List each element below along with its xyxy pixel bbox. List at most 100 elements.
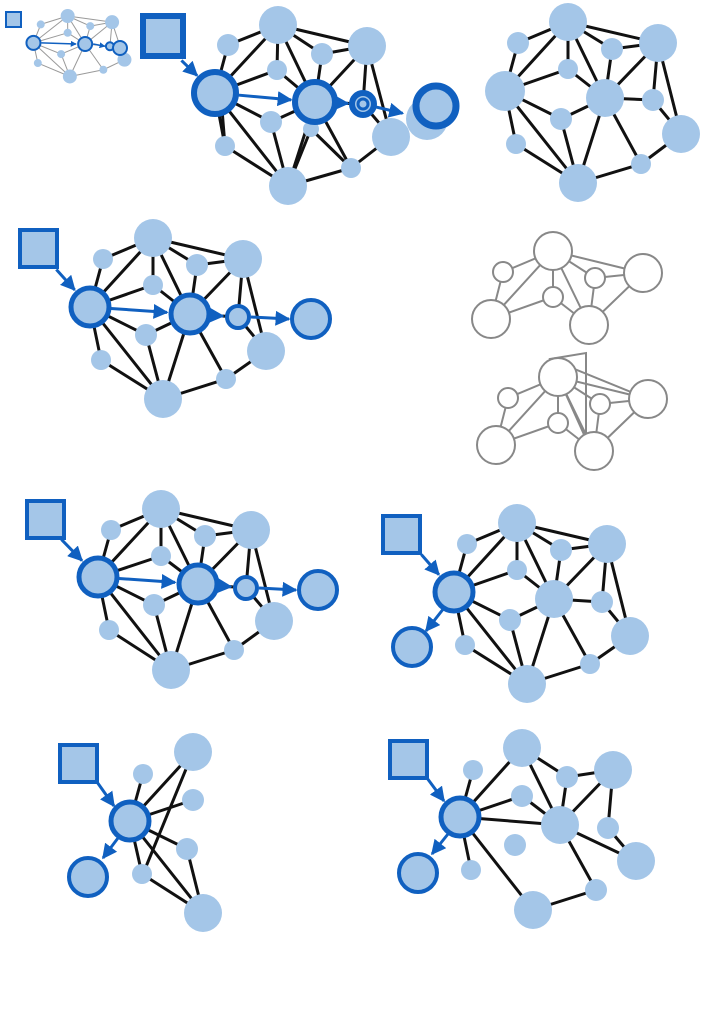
graph-node xyxy=(586,79,624,117)
graph-node xyxy=(507,32,529,54)
highlighted-node xyxy=(233,575,259,601)
path-arrow xyxy=(237,91,293,107)
graph-node xyxy=(93,249,113,269)
outline-node xyxy=(497,387,519,409)
graph-node xyxy=(585,879,607,901)
thumbnail-edge xyxy=(67,15,113,23)
graph-node xyxy=(99,620,119,640)
graph-node xyxy=(372,118,410,156)
branch-arrow xyxy=(101,837,120,860)
full-graph-plain-panel xyxy=(485,3,700,202)
thumbnail-node xyxy=(99,65,108,74)
outline-node xyxy=(538,357,578,397)
path-arrow xyxy=(180,59,199,77)
graph-node xyxy=(144,380,182,418)
thumbnail-node xyxy=(105,15,120,30)
graph-node xyxy=(194,525,216,547)
path-arrow xyxy=(60,538,84,562)
graph-node xyxy=(631,154,651,174)
full-graph-with-path-panel xyxy=(140,6,460,205)
graph-node xyxy=(142,490,180,528)
thumbnail-node xyxy=(62,69,77,84)
path-arrow xyxy=(209,307,225,323)
highlighted-node xyxy=(176,562,220,606)
graph-node xyxy=(507,560,527,580)
outline-node xyxy=(547,412,569,434)
source-square-node xyxy=(58,743,99,784)
graph-node xyxy=(134,219,172,257)
outline-node xyxy=(569,305,609,345)
graph-node xyxy=(311,43,333,65)
graph-node xyxy=(255,602,293,640)
graph-node xyxy=(143,594,165,616)
graph-node xyxy=(132,864,152,884)
graph-node xyxy=(506,134,526,154)
graph-node xyxy=(541,806,579,844)
graph-node xyxy=(232,511,270,549)
graph-node xyxy=(559,164,597,202)
source-square-node xyxy=(18,228,59,269)
outline-node xyxy=(542,286,564,308)
highlighted-node xyxy=(191,69,239,117)
graph-node xyxy=(556,766,578,788)
thumbnail-node xyxy=(36,20,45,29)
graph-node xyxy=(597,817,619,839)
gray-outline-graph-b-panel xyxy=(476,351,668,471)
path-arrow xyxy=(216,578,233,594)
graph-node xyxy=(535,580,573,618)
thumbnail-arrow xyxy=(41,40,77,47)
thumbnail-node xyxy=(86,22,95,31)
path-arrow xyxy=(55,268,76,291)
branch-arrow xyxy=(430,833,450,856)
source-square-node xyxy=(140,13,186,59)
right-graph-with-branch-panel xyxy=(381,504,649,703)
path-arrow xyxy=(420,553,441,576)
graph-node xyxy=(550,108,572,130)
graph-node xyxy=(182,789,204,811)
graph-node xyxy=(580,654,600,674)
graph-node xyxy=(550,539,572,561)
outline-node xyxy=(628,379,668,419)
graph-node xyxy=(611,617,649,655)
graph-node xyxy=(247,332,285,370)
path-arrow xyxy=(95,781,116,808)
graph-node xyxy=(455,635,475,655)
graph-node xyxy=(224,640,244,660)
gray-outline-graph-a-panel xyxy=(471,231,663,345)
thumbnail-graph-panel xyxy=(5,9,132,84)
target-node xyxy=(290,298,332,340)
branch-arrow xyxy=(424,607,446,633)
graph-node xyxy=(499,609,521,631)
outline-node xyxy=(492,261,514,283)
branch-target-node xyxy=(397,852,439,894)
graph-node xyxy=(639,24,677,62)
graph-node xyxy=(133,764,153,784)
path-arrow xyxy=(110,303,169,319)
graph-node xyxy=(174,733,212,771)
thumbnail-edge xyxy=(33,42,71,77)
source-square-node xyxy=(381,514,422,555)
graph-node xyxy=(217,34,239,56)
graph-node xyxy=(511,785,533,807)
graph-node xyxy=(549,3,587,41)
nodes-group xyxy=(76,490,293,689)
graph-node xyxy=(591,591,613,613)
graph-node xyxy=(341,158,361,178)
left-graph-with-path-panel xyxy=(18,219,332,418)
graph-node xyxy=(143,275,163,295)
graph-node xyxy=(601,38,623,60)
target-node xyxy=(412,82,460,130)
graph-node xyxy=(594,751,632,789)
thumbnail-arrow xyxy=(93,42,106,49)
path-arrow xyxy=(425,777,446,803)
graph-node xyxy=(508,665,546,703)
outline-node xyxy=(589,393,611,415)
graph-node xyxy=(503,729,541,767)
graph-node xyxy=(267,60,287,80)
graph-node xyxy=(186,254,208,276)
thumbnail-highlighted-node xyxy=(77,36,94,52)
highlighted-node xyxy=(225,304,251,330)
graph-node xyxy=(588,525,626,563)
branch-target-node xyxy=(67,856,109,898)
